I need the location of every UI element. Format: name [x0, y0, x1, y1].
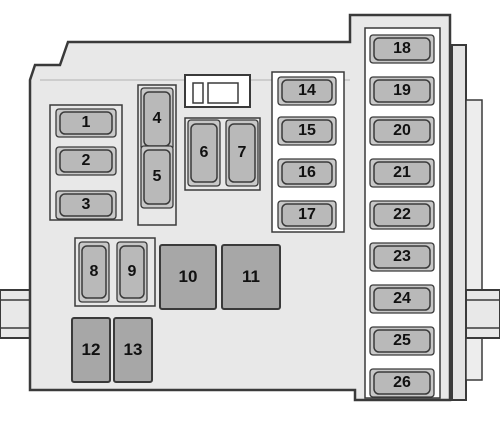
fuse-20 [369, 116, 435, 146]
fuse-24 [369, 284, 435, 314]
fuse-label-12: 12 [81, 340, 101, 359]
fuse-label-18: 18 [393, 40, 411, 57]
fuse-21 [369, 158, 435, 188]
fuse-14 [277, 76, 337, 106]
fuse-label-26: 26 [393, 374, 411, 391]
fuse-label-16: 16 [298, 164, 316, 181]
fuse-13 [113, 317, 153, 383]
fuse-12 [71, 317, 111, 383]
fuse-label-14: 14 [298, 82, 316, 99]
fuse-label-4: 4 [152, 110, 162, 127]
fuse-3 [55, 190, 117, 220]
fuse-label-6: 6 [199, 144, 209, 161]
fuse-label-20: 20 [393, 122, 411, 139]
fuse-label-7: 7 [237, 144, 247, 161]
fuse-22 [369, 200, 435, 230]
fuse-15 [277, 116, 337, 146]
fuse-19 [369, 76, 435, 106]
fuse-18 [369, 34, 435, 64]
fuse-2 [55, 146, 117, 176]
fuse-label-9: 9 [127, 263, 137, 280]
fuse-label-5: 5 [152, 168, 162, 185]
fuse-4 [140, 87, 174, 151]
fuse-label-8: 8 [89, 263, 99, 280]
fuse-label-23: 23 [393, 248, 411, 265]
fuse-7 [225, 119, 259, 187]
fuse-label-13: 13 [123, 340, 143, 359]
fuse-10 [159, 244, 217, 310]
fuse-label-22: 22 [393, 206, 411, 223]
fuse-label-1: 1 [81, 114, 91, 131]
fuse-label-21: 21 [393, 164, 411, 181]
fuse-label-11: 11 [242, 267, 260, 286]
left-mounting-rail [0, 289, 33, 339]
fuse-17 [277, 200, 337, 230]
fuse-label-24: 24 [393, 290, 411, 307]
fuse-label-15: 15 [298, 122, 316, 139]
fuse-26 [369, 368, 435, 398]
fuse-11 [221, 244, 281, 310]
right-mounting-rail [451, 44, 467, 401]
fuse-label-17: 17 [298, 206, 316, 223]
fuse-label-25: 25 [393, 332, 411, 349]
fuse-6 [187, 119, 221, 187]
fuse-label-3: 3 [81, 196, 91, 213]
fuse-label-19: 19 [393, 82, 411, 99]
fuse-23 [369, 242, 435, 272]
fuse-1 [55, 108, 117, 138]
fuse-25 [369, 326, 435, 356]
fuse-9 [116, 241, 148, 303]
fuse-8 [78, 241, 110, 303]
fuse-label-10: 10 [178, 267, 198, 286]
fuse-16 [277, 158, 337, 188]
fuse-5 [140, 145, 174, 209]
fuse-label-2: 2 [81, 152, 91, 169]
